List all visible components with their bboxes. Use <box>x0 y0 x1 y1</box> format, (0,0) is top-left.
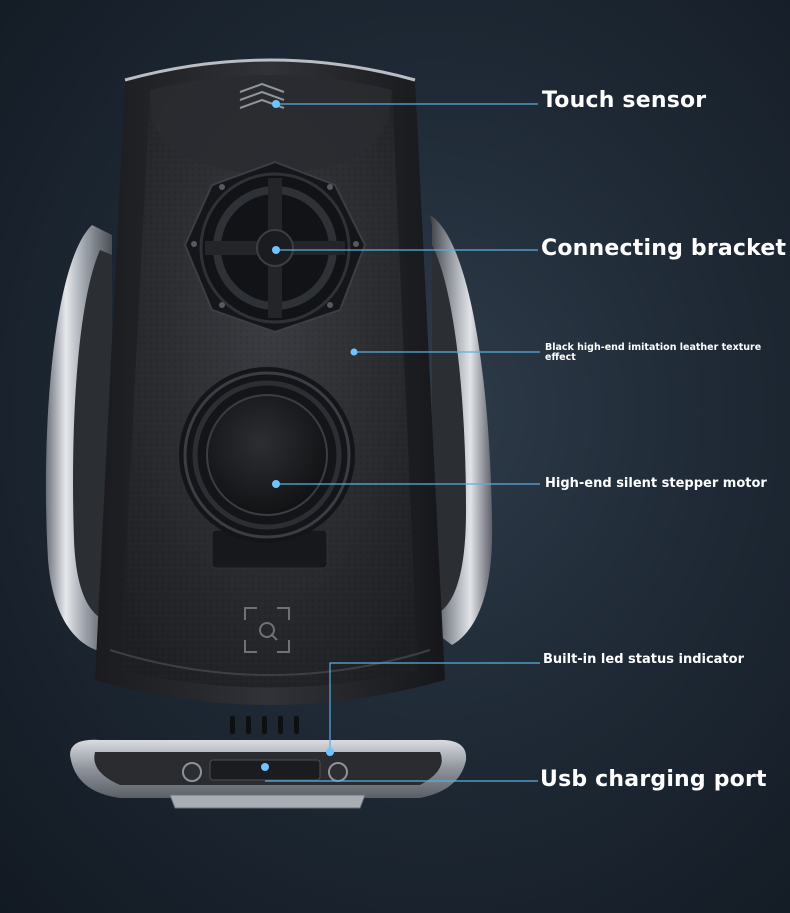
label-led-indicator: Built-in led status indicator <box>543 652 744 667</box>
chrome-rim <box>124 58 416 82</box>
label-touch-sensor: Touch sensor <box>542 88 707 113</box>
left-arm-inner <box>73 250 112 620</box>
label-usb-port: Usb charging port <box>540 767 767 792</box>
label-stepper-motor: High-end silent stepper motor <box>545 476 767 491</box>
vent-slots <box>230 716 299 734</box>
label-leather-texture: Black high-end imitation leather texture… <box>545 342 762 363</box>
stepper-motor-disc <box>179 367 355 569</box>
callout-dots <box>261 100 358 771</box>
right-arm-inner <box>432 245 466 612</box>
label-connecting-bracket: Connecting bracket <box>541 236 787 261</box>
callout-lines <box>265 103 540 782</box>
sensor-icon <box>244 607 290 653</box>
